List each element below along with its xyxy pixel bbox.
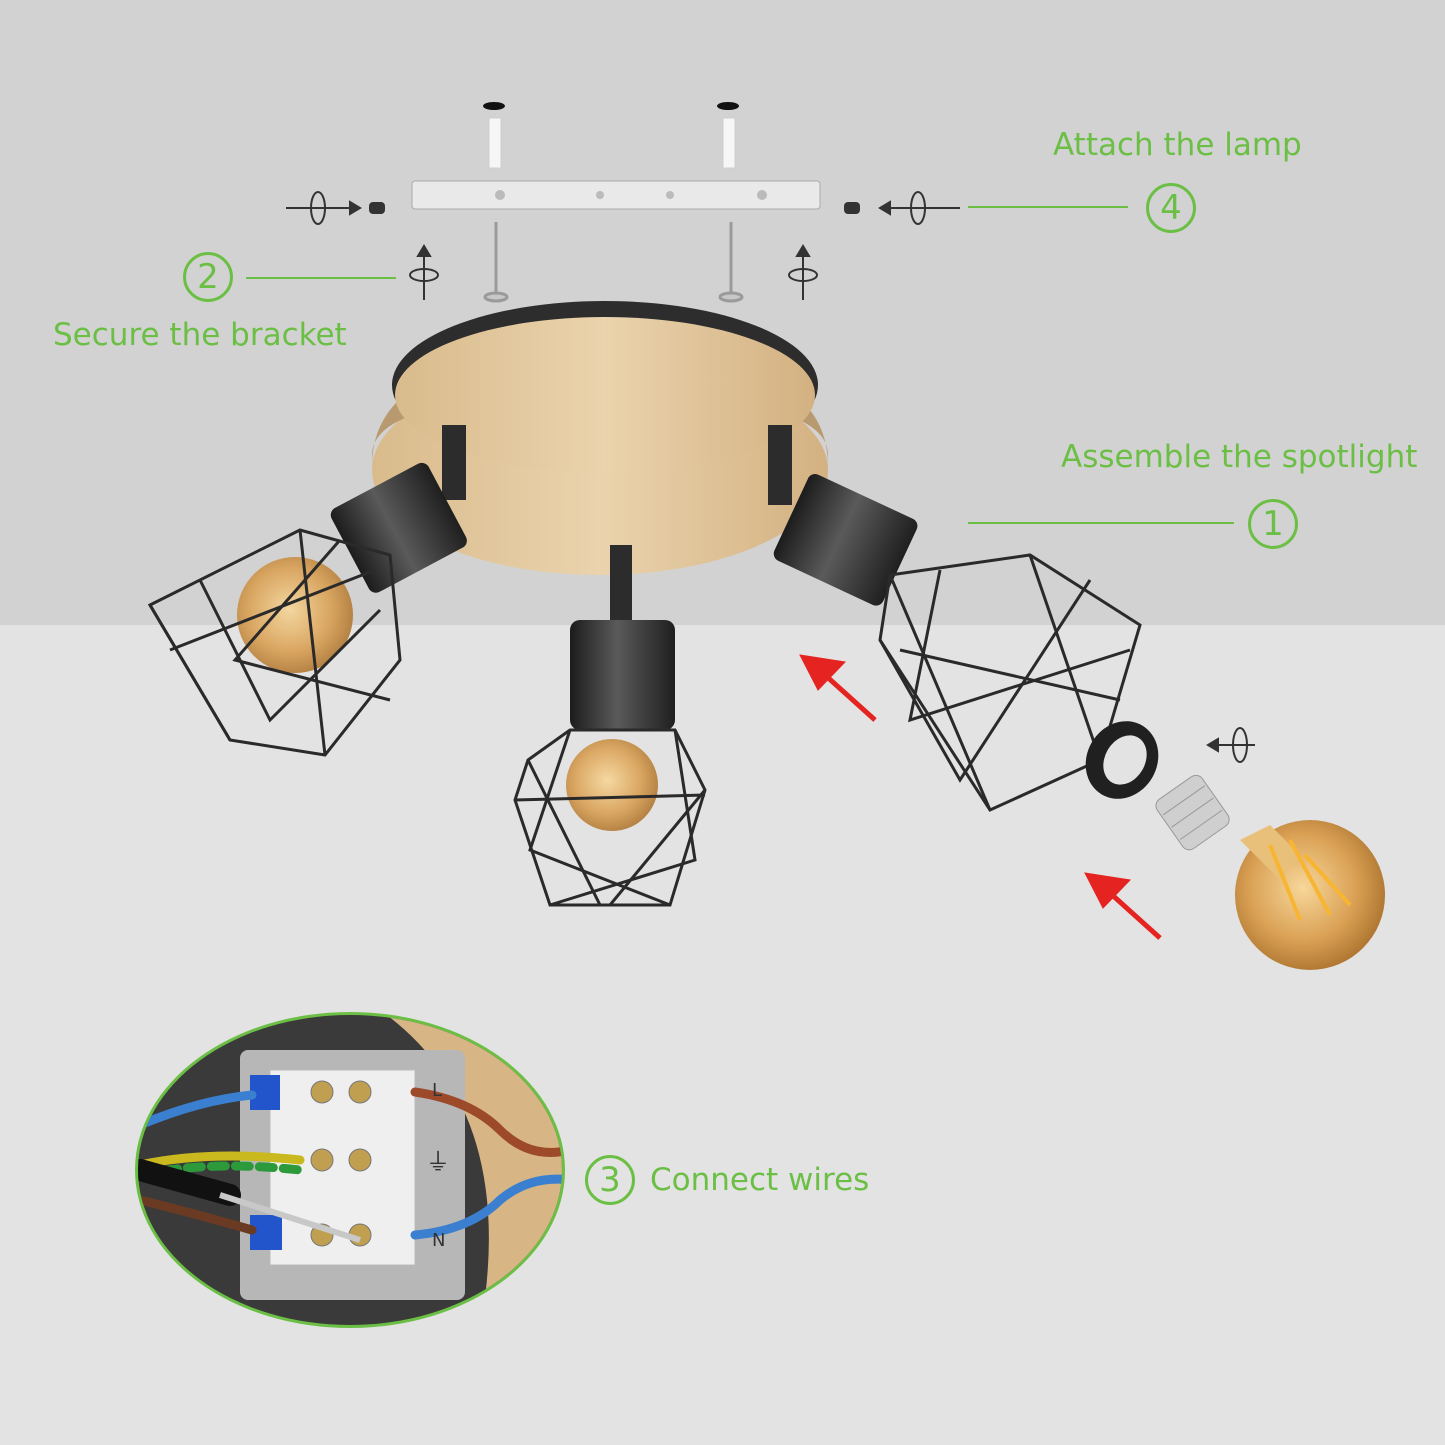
step-1-rule xyxy=(968,522,1234,524)
spare-bulb xyxy=(1155,727,1385,970)
spotlight-left xyxy=(147,425,467,757)
step-1-number: 1 xyxy=(1248,499,1298,549)
terminal-neutral-mark: N xyxy=(432,1230,445,1251)
spotlight-middle xyxy=(513,545,707,907)
terminal-earth-mark: ⏚ xyxy=(426,1148,450,1176)
terminal-live-mark: L xyxy=(432,1080,442,1101)
mounting-bracket xyxy=(411,180,821,210)
step-2-label: Secure the bracket xyxy=(53,317,347,353)
step-1-label: Assemble the spotlight xyxy=(1061,439,1418,475)
bracket-screws xyxy=(483,222,744,303)
wall-plugs xyxy=(483,102,739,169)
side-screws xyxy=(286,191,960,300)
retaining-ring xyxy=(1085,721,1159,799)
step-4-rule xyxy=(968,206,1128,208)
step-4-number: 4 xyxy=(1146,183,1196,233)
wiring-inset: L N ⏚ xyxy=(135,1012,565,1328)
step-2-number: 2 xyxy=(183,252,233,302)
step-2-rule xyxy=(246,277,396,279)
red-arrows xyxy=(799,654,1162,940)
step-3-number: 3 xyxy=(585,1155,635,1205)
ceiling-base xyxy=(372,301,828,575)
floor-backdrop xyxy=(0,625,1445,1445)
step-4-label: Attach the lamp xyxy=(1053,127,1302,163)
spotlight-right xyxy=(768,425,1142,812)
step-3-label: Connect wires xyxy=(650,1162,870,1198)
